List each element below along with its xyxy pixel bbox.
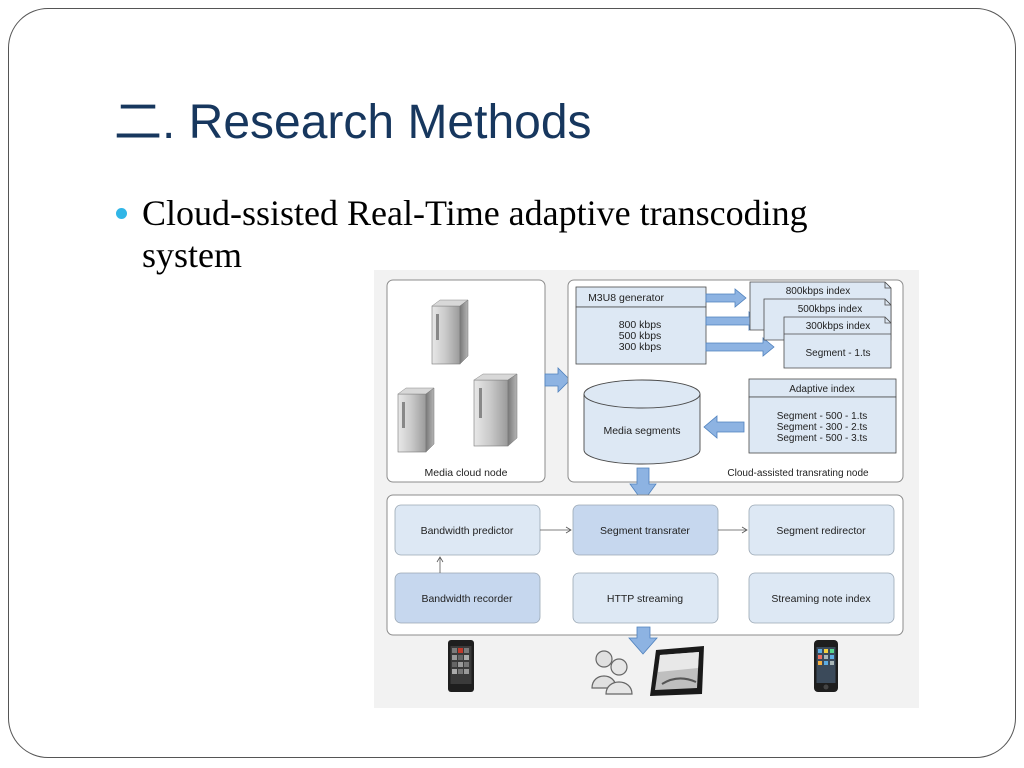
m3u8-generator-label: M3U8 generator <box>588 292 664 304</box>
bitrate-box <box>575 306 707 365</box>
segment-1-label: Segment - 1.ts <box>805 348 870 359</box>
slide-title: 二. Research Methods <box>114 96 592 149</box>
segment-redirector-box <box>748 504 895 556</box>
bitrate-500: 500 kbps <box>619 330 662 342</box>
streaming-note-index-box <box>748 572 895 624</box>
transrating-node-label: Cloud-assisted transrating node <box>727 468 869 479</box>
server-icon <box>431 299 469 365</box>
index-300-label: 300kbps index <box>806 321 871 332</box>
arrow-down-icon <box>628 626 658 655</box>
index-800-label: 800kbps index <box>786 286 851 297</box>
adaptive-segment-2: Segment - 300 - 2.ts <box>777 422 868 433</box>
phone-icon <box>448 640 474 692</box>
arrow-right-icon <box>705 288 747 308</box>
users-icon <box>591 650 633 695</box>
arrow-right-icon <box>705 337 775 357</box>
server-icon <box>473 373 518 447</box>
segment-redirector-label: Segment redirector <box>776 525 866 537</box>
tablet-icon <box>650 646 704 696</box>
adaptive-index-label: Adaptive index <box>789 384 855 395</box>
http-streaming-box <box>572 572 719 624</box>
adaptive-segment-3: Segment - 500 - 3.ts <box>777 433 868 444</box>
segment-transrater-label: Segment transrater <box>600 525 690 537</box>
streaming-note-index-label: Streaming note index <box>771 593 871 605</box>
phone-icon <box>814 640 838 692</box>
arrow-left-icon <box>703 415 745 439</box>
bandwidth-recorder-label: Bandwidth recorder <box>421 593 513 605</box>
bullet-text: Cloud-ssisted Real-Time adaptive transco… <box>142 193 808 275</box>
bullet-dot-icon <box>116 208 127 219</box>
bitrate-300: 300 kbps <box>619 341 662 353</box>
server-icon <box>397 387 435 453</box>
media-cloud-node-label: Media cloud node <box>425 467 508 479</box>
adaptive-segments-box <box>748 396 897 454</box>
http-streaming-label: HTTP streaming <box>607 593 683 605</box>
index-300-doc: 300kbps index Segment - 1.ts <box>783 316 892 369</box>
adaptive-segment-1: Segment - 500 - 1.ts <box>777 411 868 422</box>
arrow-right-icon <box>544 367 571 393</box>
index-500-label: 500kbps index <box>798 304 863 315</box>
bandwidth-predictor-label: Bandwidth predictor <box>421 525 514 537</box>
arrow-down-icon <box>629 467 657 503</box>
bitrate-800: 800 kbps <box>619 319 662 331</box>
bullet-item: Cloud-ssisted Real-Time adaptive transco… <box>116 192 906 276</box>
media-segments-label: Media segments <box>603 425 680 437</box>
bandwidth-recorder-box <box>394 572 541 624</box>
architecture-diagram: Media cloud node M3U8 generator 800 kbps… <box>374 270 919 708</box>
media-segments-cylinder: Media segments <box>583 379 701 465</box>
connector-arrows <box>436 526 748 573</box>
